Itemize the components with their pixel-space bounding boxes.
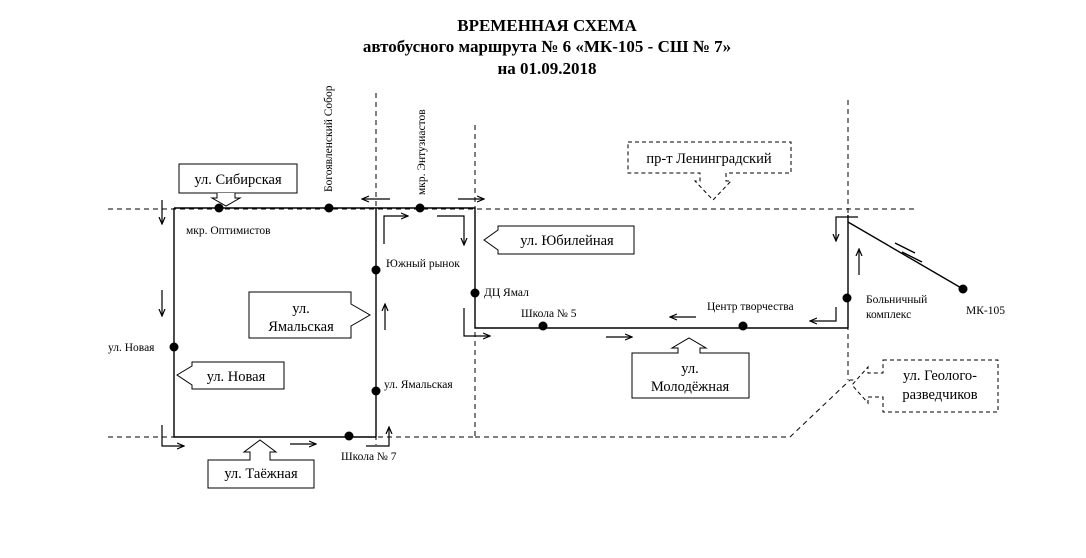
stop-bolnichny [842, 293, 852, 303]
street-label-leningradsky: пр-т Ленинградский [627, 141, 792, 201]
label-entuziastov: мкр. Энтузиастов [416, 109, 428, 195]
label-mk105: МК-105 [966, 305, 1005, 317]
arrow-5 [366, 427, 389, 447]
street-molodezhnaya-1: ул. [681, 361, 698, 377]
stop-yamalskaya [371, 386, 381, 396]
stop-novaya [169, 342, 179, 352]
route-lines [173, 207, 964, 438]
route-yubileynaya-molodezhnaya [420, 207, 848, 329]
street-taezhnaya: ул. Таёжная [224, 466, 298, 482]
title-line-1: ВРЕМЕННАЯ СХЕМА [457, 16, 637, 35]
stops [169, 203, 968, 441]
route-mark-1 [894, 242, 916, 254]
title-line-3: на 01.09.2018 [497, 59, 596, 78]
street-yubileynaya: ул. Юбилейная [520, 233, 614, 249]
street-sibirskaya: ул. Сибирская [194, 172, 282, 188]
label-yamalskaya-stop: ул. Ямальская [384, 379, 453, 391]
street-geologo-2: разведчиков [902, 387, 977, 403]
route-west-loop [173, 208, 376, 438]
arrow-9 [437, 215, 464, 245]
arrow-7 [383, 216, 408, 244]
arrow-16 [836, 216, 858, 241]
arrow-14 [810, 307, 837, 321]
stop-centr [738, 321, 748, 331]
label-bolnichny-1: Больничный [866, 294, 927, 306]
stop-optimistov [214, 203, 224, 213]
direction-arrows [162, 199, 859, 446]
title-line-2: автобусного маршрута № 6 «МК-105 - СШ № … [363, 37, 731, 56]
label-optimistov: мкр. Оптимистов [186, 225, 271, 237]
stop-dc-yamal [470, 288, 480, 298]
route-mark-2 [901, 251, 923, 263]
street-label-yamalskaya: ул. Ямальская [248, 291, 371, 339]
street-label-taezhnaya: ул. Таёжная [207, 439, 315, 489]
label-shkola5: Школа № 5 [521, 308, 577, 320]
label-shkola7: Школа № 7 [341, 451, 397, 463]
street-label-geologo: ул. Геолого- разведчиков [851, 359, 999, 413]
stop-shkola7 [344, 431, 354, 441]
street-yamalskaya-1: ул. [292, 301, 309, 317]
street-novaya: ул. Новая [207, 369, 266, 385]
street-label-molodezhnaya: ул. Молодёжная [631, 337, 750, 399]
street-molodezhnaya-2: Молодёжная [651, 379, 730, 395]
stop-shkola5 [538, 321, 548, 331]
label-bolnichny-2: комплекс [866, 309, 911, 321]
stop-mk105 [958, 284, 968, 294]
stop-sobor [324, 203, 334, 213]
arrow-3 [161, 425, 184, 446]
street-leningradsky: пр-т Ленинградский [646, 151, 772, 167]
arrow-11 [463, 308, 490, 336]
street-yamalskaya-2: Ямальская [268, 319, 334, 335]
label-novaya-stop: ул. Новая [108, 342, 155, 354]
stop-entuziastov [415, 203, 425, 213]
street-geologo-1: ул. Геолого- [903, 368, 977, 384]
street-axes [108, 93, 918, 445]
street-label-yubileynaya: ул. Юбилейная [483, 225, 635, 255]
route-to-mk105 [847, 221, 964, 290]
label-dc-yamal: ДЦ Ямал [484, 287, 529, 299]
street-label-sibirskaya: ул. Сибирская [178, 163, 298, 207]
label-sobor: Богоявленский Собор [323, 85, 335, 192]
label-yuzhny-rynok: Южный рынок [386, 258, 460, 270]
stop-labels: мкр. Оптимистов Богоявленский Собор мкр.… [108, 85, 1005, 463]
stop-yuzhny-rynok [371, 265, 381, 275]
street-label-novaya: ул. Новая [176, 361, 285, 390]
label-centr: Центр творчества [707, 301, 794, 313]
